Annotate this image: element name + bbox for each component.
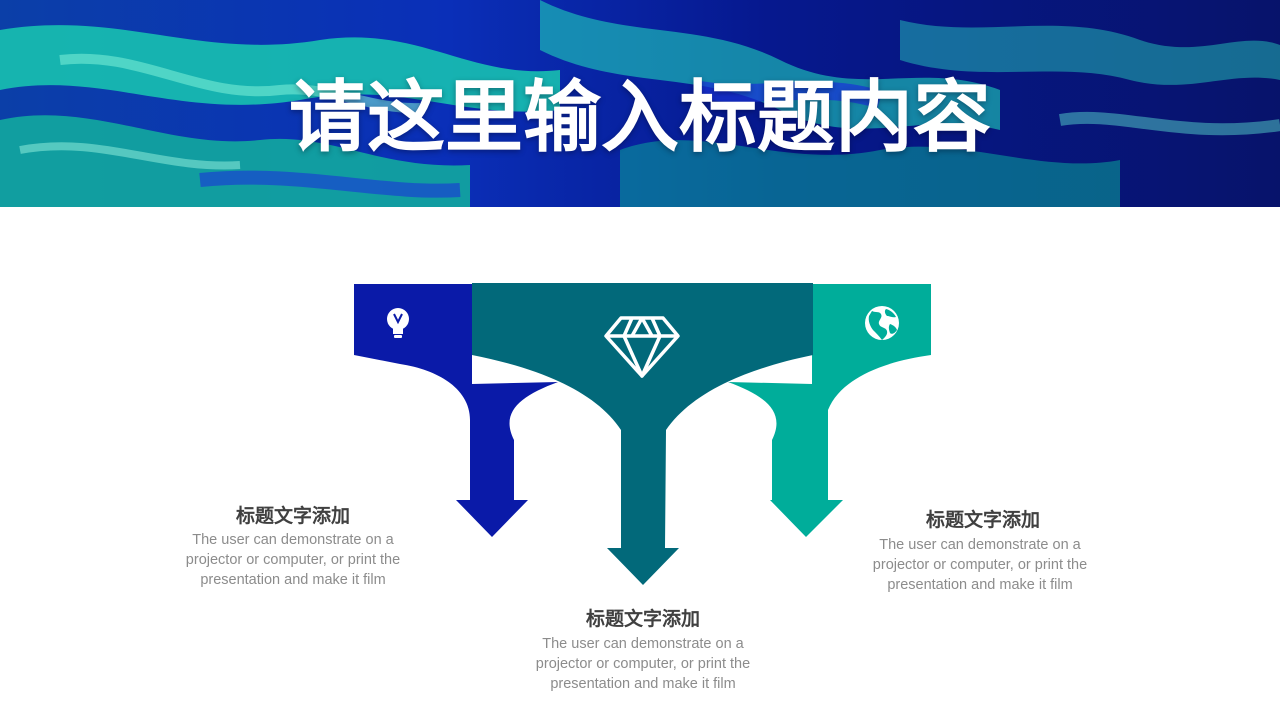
block-center-desc-line2: projector or computer, or print the xyxy=(535,656,751,672)
header-banner: 请这里输入标题内容 xyxy=(0,0,1280,207)
diamond-icon xyxy=(604,316,680,378)
lightbulb-icon xyxy=(387,308,409,338)
globe-icon xyxy=(865,306,899,340)
page-title: 请这里输入标题内容 xyxy=(288,73,991,163)
block-left-desc: The user can demonstrate on a projector … xyxy=(163,530,423,590)
arrow-right-teal xyxy=(728,284,931,537)
block-left-desc-line1: The user can demonstrate on a xyxy=(192,532,394,548)
arrow-left-blue xyxy=(354,284,558,537)
block-left-desc-line3: presentation and make it film xyxy=(200,572,386,588)
banner-paint-texture xyxy=(0,0,1280,207)
block-center-desc-line3: presentation and make it film xyxy=(550,676,736,692)
arrow-center-teal xyxy=(472,283,813,585)
block-center-title: 标题文字添加 xyxy=(585,608,700,630)
block-left-desc-line2: projector or computer, or print the xyxy=(185,552,401,568)
block-right-desc-line3: presentation and make it film xyxy=(887,577,1073,593)
block-center-desc: The user can demonstrate on a projector … xyxy=(513,634,773,694)
block-center-desc-line1: The user can demonstrate on a xyxy=(542,636,744,652)
block-right-desc: The user can demonstrate on a projector … xyxy=(850,535,1110,595)
block-left-title: 标题文字添加 xyxy=(235,505,350,527)
block-right-desc-line1: The user can demonstrate on a xyxy=(879,537,1081,553)
block-right-desc-line2: projector or computer, or print the xyxy=(872,557,1088,573)
block-right-title: 标题文字添加 xyxy=(925,509,1040,531)
